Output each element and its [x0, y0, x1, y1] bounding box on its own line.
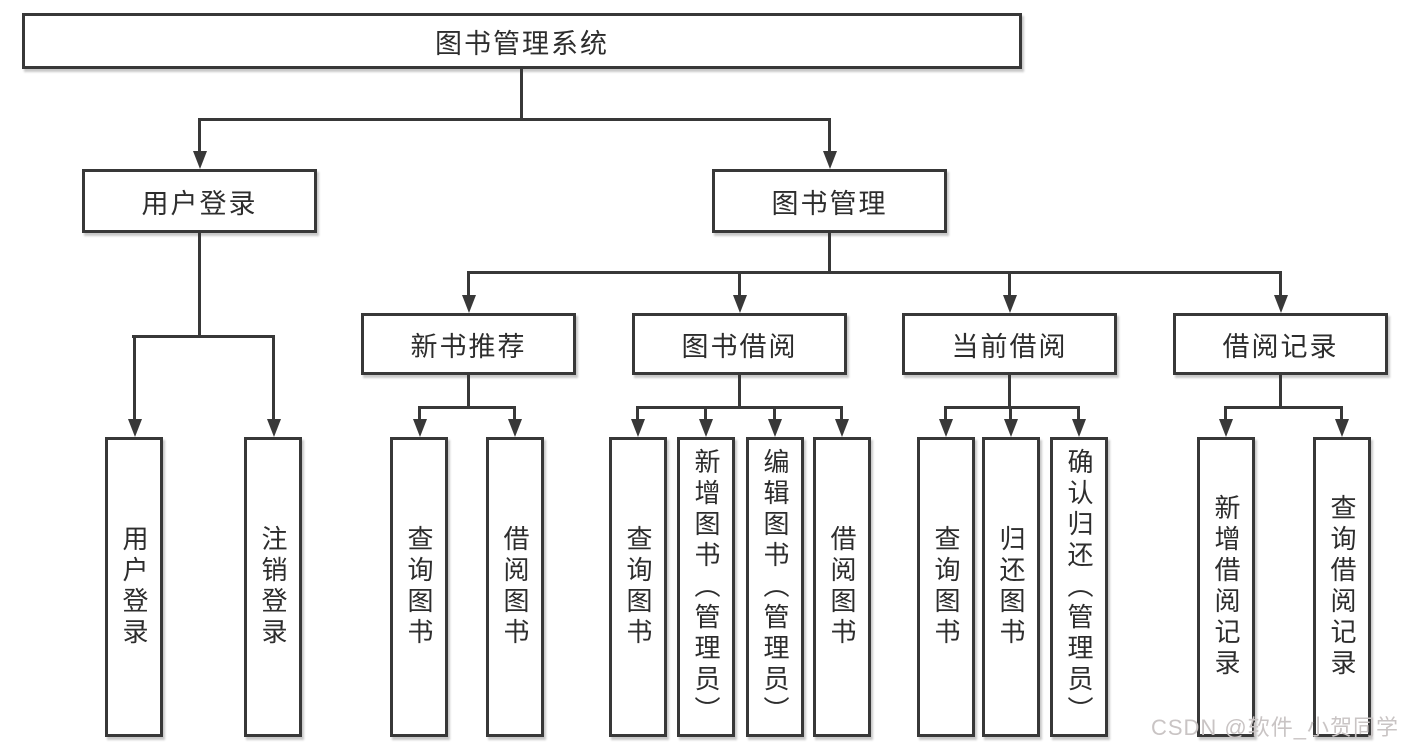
connector-line — [840, 406, 843, 421]
arrow-down-icon — [267, 419, 281, 437]
connector-line — [738, 271, 741, 297]
connector-line — [520, 69, 523, 118]
arrow-down-icon — [508, 419, 522, 437]
connector-line — [636, 406, 639, 421]
node-current-borrowing: 当前借阅 — [902, 313, 1117, 375]
connector-line — [1008, 375, 1011, 406]
connector-line — [1224, 406, 1343, 409]
connector-line — [1009, 406, 1012, 421]
connector-line — [198, 233, 201, 335]
leaf-confirm-return-admin: 确认归还（管理员） — [1050, 437, 1108, 737]
leaf-edit-book-admin: 编辑图书（管理员） — [746, 437, 804, 737]
leaf-query-books-recommend: 查询图书 — [390, 437, 448, 737]
connector-line — [1008, 271, 1011, 297]
arrow-down-icon — [1219, 419, 1233, 437]
connector-line — [133, 335, 136, 420]
connector-line — [1077, 406, 1080, 421]
arrow-down-icon — [699, 419, 713, 437]
leaf-logout: 注销登录 — [244, 437, 302, 737]
node-book-borrowing: 图书借阅 — [632, 313, 847, 375]
connector-line — [513, 406, 516, 421]
leaf-user-login: 用户登录 — [105, 437, 163, 737]
connector-line — [773, 406, 776, 421]
arrow-down-icon — [193, 151, 207, 169]
connector-line — [467, 271, 1281, 274]
connector-line — [198, 118, 201, 152]
leaf-add-book-admin: 新增图书（管理员） — [677, 437, 735, 737]
connector-line — [1340, 406, 1343, 421]
node-library-management-system: 图书管理系统 — [22, 13, 1022, 69]
node-book-management: 图书管理 — [712, 169, 947, 233]
arrow-down-icon — [1335, 419, 1349, 437]
connector-line — [467, 375, 470, 406]
watermark: CSDN @软件_小贺同学 — [1150, 715, 1399, 740]
connector-line — [272, 335, 275, 420]
connector-line — [132, 335, 275, 338]
connector-line — [738, 375, 741, 406]
arrow-down-icon — [462, 295, 476, 313]
arrow-down-icon — [1003, 295, 1017, 313]
connector-line — [1224, 406, 1227, 421]
arrow-down-icon — [823, 151, 837, 169]
arrow-down-icon — [1274, 295, 1288, 313]
arrow-down-icon — [835, 419, 849, 437]
leaf-return-books: 归还图书 — [982, 437, 1040, 737]
leaf-query-borrow-record: 查询借阅记录 — [1313, 437, 1371, 737]
connector-line — [944, 406, 1080, 409]
node-user-login: 用户登录 — [82, 169, 317, 233]
connector-line — [418, 406, 516, 409]
leaf-query-books-borrowing: 查询图书 — [609, 437, 667, 737]
arrow-down-icon — [631, 419, 645, 437]
connector-line — [1279, 271, 1282, 297]
connector-line — [467, 271, 470, 297]
connector-line — [828, 233, 831, 271]
leaf-borrow-books-borrowing: 借阅图书 — [813, 437, 871, 737]
connector-line — [1279, 375, 1282, 406]
connector-line — [828, 118, 831, 152]
arrow-down-icon — [413, 419, 427, 437]
arrow-down-icon — [768, 419, 782, 437]
leaf-borrow-books-recommend: 借阅图书 — [486, 437, 544, 737]
node-borrowing-records: 借阅记录 — [1173, 313, 1388, 375]
arrow-down-icon — [128, 419, 142, 437]
arrow-down-icon — [1004, 419, 1018, 437]
connector-line — [198, 118, 831, 121]
leaf-add-borrow-record: 新增借阅记录 — [1197, 437, 1255, 737]
connector-line — [944, 406, 947, 421]
connector-line — [636, 406, 843, 409]
node-new-book-recommendation: 新书推荐 — [361, 313, 576, 375]
leaf-query-books-current: 查询图书 — [917, 437, 975, 737]
connector-line — [704, 406, 707, 421]
arrow-down-icon — [733, 295, 747, 313]
connector-line — [418, 406, 421, 421]
arrow-down-icon — [1072, 419, 1086, 437]
arrow-down-icon — [939, 419, 953, 437]
